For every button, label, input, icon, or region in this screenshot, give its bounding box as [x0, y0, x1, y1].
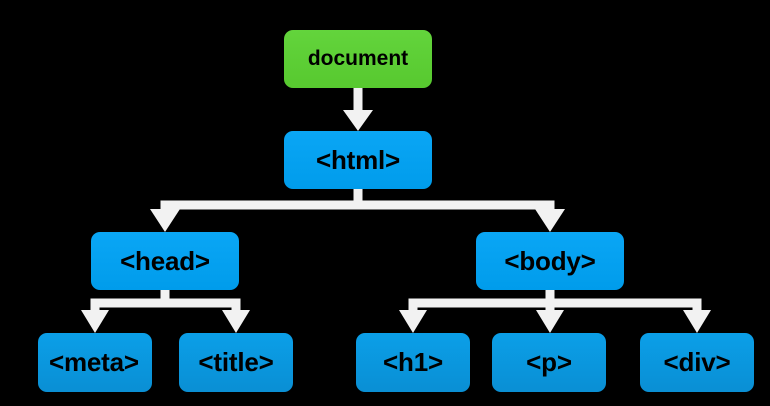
node-p-label: <p> [526, 347, 572, 377]
node-title-label: <title> [198, 347, 274, 377]
edge-body-div [545, 290, 711, 333]
node-body-label: <body> [504, 245, 596, 276]
node-html-label: <html> [315, 144, 401, 175]
edge-html-body [353, 189, 565, 232]
node-title[interactable]: <title> [179, 333, 293, 392]
node-div-label: <div> [663, 347, 731, 377]
node-head[interactable]: <head> [91, 232, 239, 290]
node-meta[interactable]: <meta> [38, 333, 152, 392]
edge-document-html [343, 88, 373, 131]
node-html[interactable]: <html> [284, 131, 432, 189]
node-document-label: document [307, 47, 409, 70]
edge-body-h1 [399, 290, 555, 333]
node-body[interactable]: <body> [476, 232, 624, 290]
node-document[interactable]: document [284, 30, 432, 88]
edge-head-title [160, 290, 250, 333]
node-h1[interactable]: <h1> [356, 333, 470, 392]
edge-body-p [536, 290, 564, 333]
node-div[interactable]: <div> [640, 333, 754, 392]
edge-html-head [150, 189, 363, 232]
node-p[interactable]: <p> [492, 333, 606, 392]
node-head-label: <head> [120, 245, 210, 276]
node-h1-label: <h1> [383, 347, 443, 377]
node-meta-label: <meta> [49, 347, 139, 377]
edge-head-meta [81, 290, 170, 333]
